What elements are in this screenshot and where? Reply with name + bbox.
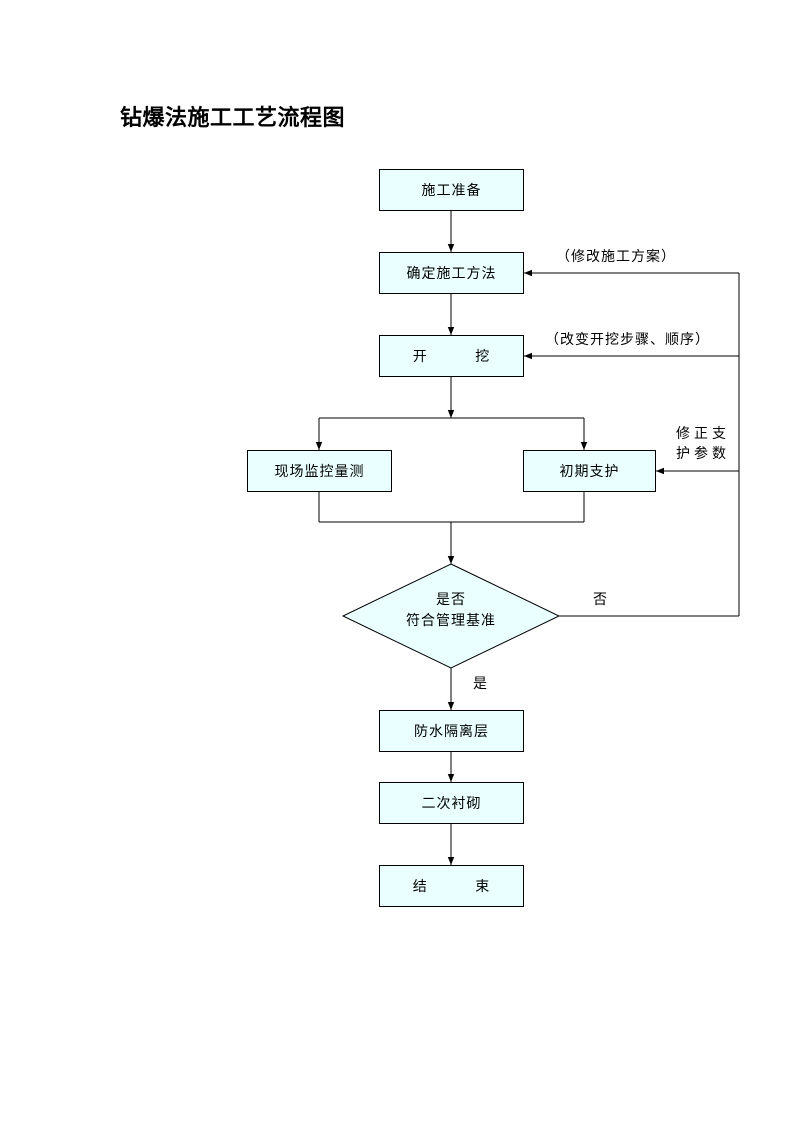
node-prep: 施工准备 <box>379 169 524 211</box>
node-method: 确定施工方法 <box>379 252 524 294</box>
decision-line-1: 是否 <box>436 592 466 608</box>
decision-line-2: 符合管理基准 <box>406 613 496 629</box>
label-yes: 是 <box>473 676 488 692</box>
node-excavate: 开 挖 <box>379 335 524 377</box>
decision-text: 是否 符合管理基准 <box>343 590 559 632</box>
node-waterproof: 防水隔离层 <box>379 710 524 752</box>
node-monitor: 现场监控量测 <box>247 450 392 492</box>
label-fix-support-line-2: 护参数 <box>676 446 730 462</box>
label-change-steps: （改变开挖步骤、顺序） <box>545 332 710 348</box>
label-fix-support-line-1: 修正支 <box>676 426 730 442</box>
label-modify-plan: （修改施工方案） <box>556 249 676 265</box>
node-lining: 二次衬砌 <box>379 782 524 824</box>
label-fix-support: 修正支 护参数 <box>676 424 730 464</box>
label-no: 否 <box>593 592 608 608</box>
page-title: 钻爆法施工工艺流程图 <box>120 106 346 131</box>
node-end: 结 束 <box>379 865 524 907</box>
node-support: 初期支护 <box>523 450 656 492</box>
